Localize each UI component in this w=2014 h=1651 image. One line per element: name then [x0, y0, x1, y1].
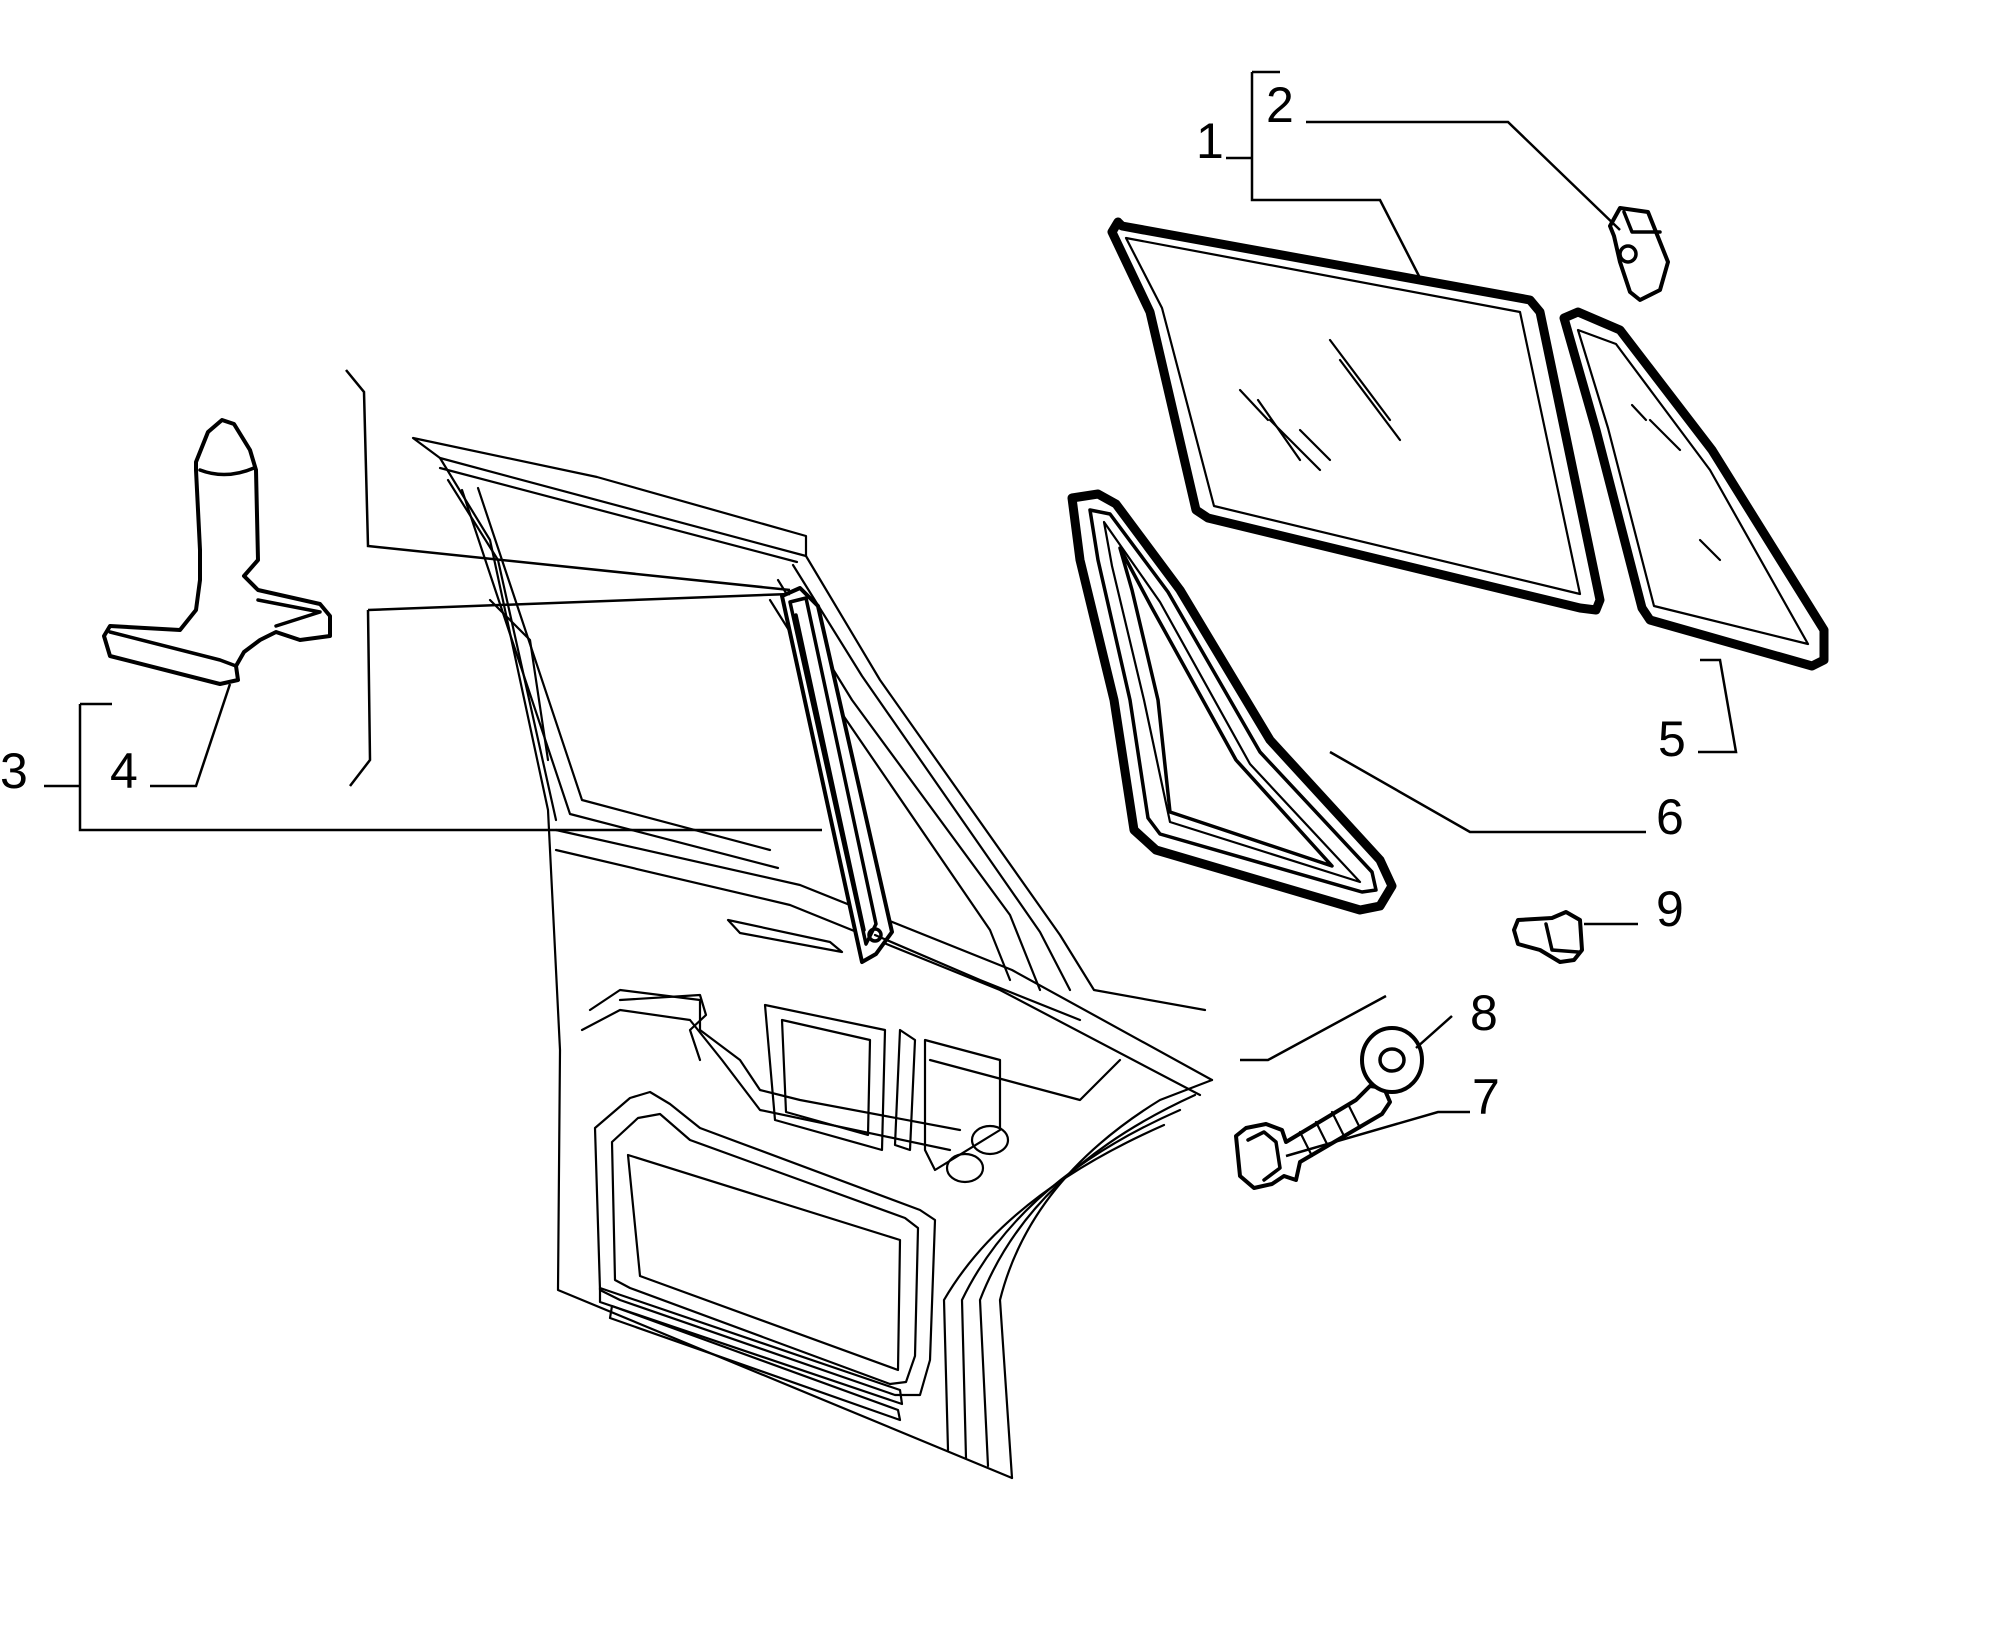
- leader-lines: [44, 70, 1738, 1158]
- callout-labels: 1 2 3 4 5 6 7 8 9: [0, 77, 1686, 1125]
- plug-fastener: [102, 418, 332, 686]
- callout-5: 5: [1658, 711, 1686, 767]
- callout-9: 9: [1656, 881, 1684, 937]
- small-clip-part: [1512, 910, 1584, 964]
- pillar-channel: [780, 586, 1082, 1022]
- callout-1: 1: [1196, 113, 1224, 169]
- callout-6: 6: [1656, 789, 1684, 845]
- callout-4: 4: [110, 743, 138, 799]
- clip-part: [1608, 206, 1670, 302]
- callout-7: 7: [1472, 1069, 1500, 1125]
- callout-3: 3: [0, 743, 28, 799]
- callout-2: 2: [1266, 77, 1294, 133]
- main-glass: [1107, 217, 1605, 615]
- quarter-glass: [1559, 307, 1829, 671]
- bolt-part: [1234, 1084, 1392, 1190]
- window-seal: [1067, 489, 1397, 915]
- washer-part: [1360, 1026, 1424, 1094]
- callout-8: 8: [1470, 985, 1498, 1041]
